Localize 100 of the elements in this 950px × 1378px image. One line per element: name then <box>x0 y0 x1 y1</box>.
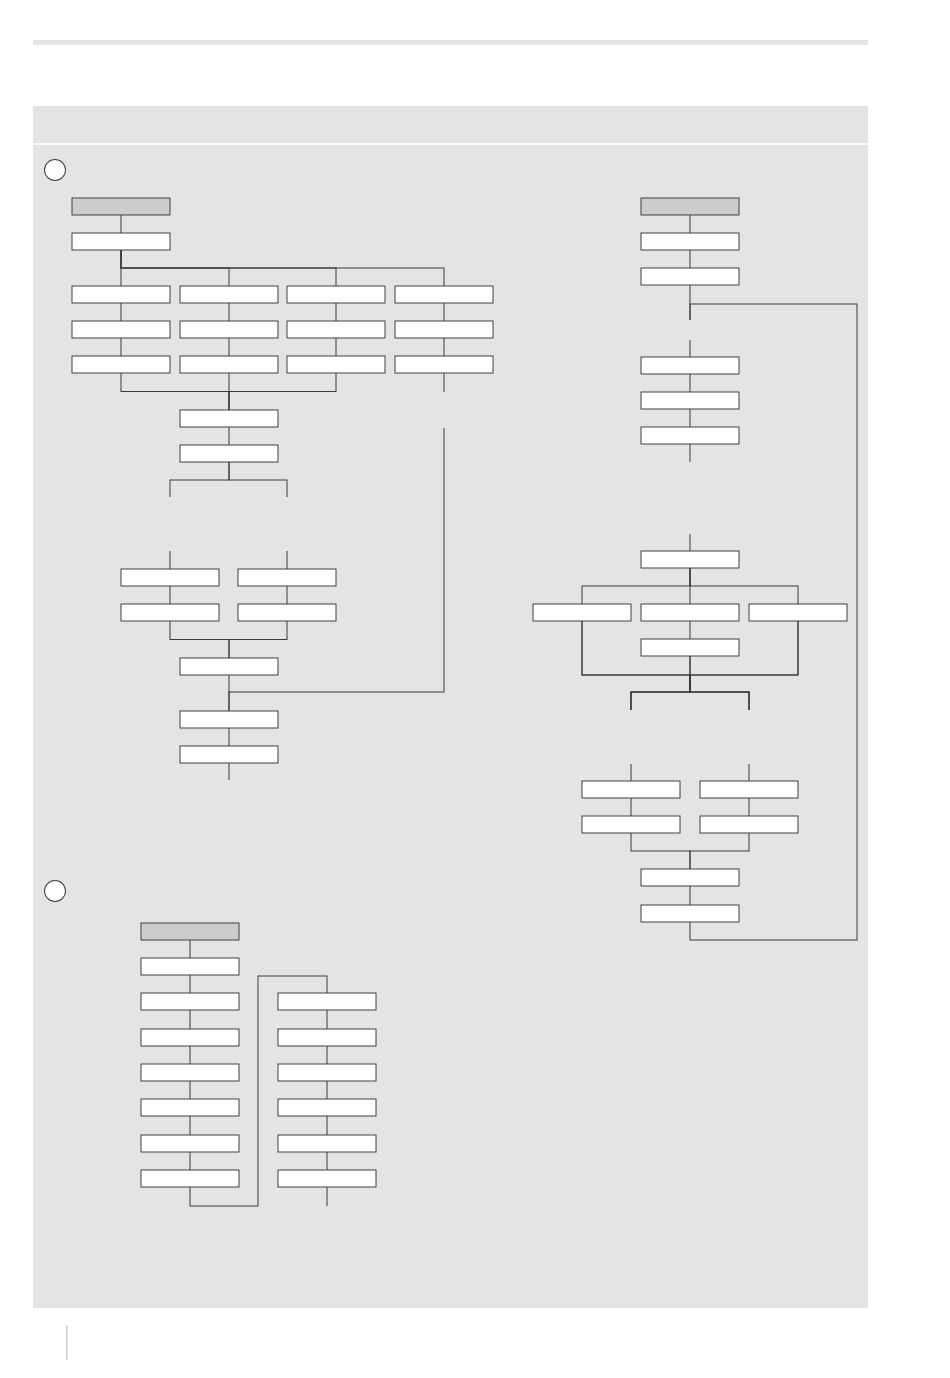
connector-line <box>228 727 230 747</box>
flow-box <box>394 320 494 339</box>
connector-line <box>228 302 230 322</box>
flow-box <box>640 267 740 286</box>
connector-line <box>326 1115 328 1136</box>
connector-line <box>228 461 288 498</box>
flow-box <box>640 356 740 375</box>
flow-box <box>640 638 740 657</box>
connector-line <box>228 620 288 659</box>
connector-line <box>689 533 691 552</box>
connector-line <box>189 975 328 1207</box>
connector-line <box>335 302 337 322</box>
connector-line <box>689 249 691 269</box>
connector-line <box>326 1080 328 1100</box>
connector-line <box>169 585 171 605</box>
connector-line <box>689 408 691 428</box>
flow-box <box>277 1134 377 1153</box>
flow-box <box>237 603 337 622</box>
shaded-box <box>140 922 240 941</box>
connector-line <box>228 372 337 411</box>
connector-line <box>189 1080 191 1100</box>
connector-line <box>326 1045 328 1065</box>
flow-box <box>120 568 220 587</box>
flow-box <box>140 957 240 976</box>
connector-line <box>286 550 288 570</box>
flow-box <box>179 320 279 339</box>
connector-line <box>443 372 445 393</box>
connector-line <box>326 1009 328 1030</box>
connector-line <box>443 302 445 322</box>
flow-box <box>640 904 740 923</box>
flow-box <box>179 285 279 304</box>
flow-box <box>640 426 740 445</box>
connector-line <box>689 443 691 463</box>
flow-box <box>286 355 386 374</box>
shaded-box <box>71 197 171 216</box>
connector-line <box>120 302 122 322</box>
connector-line <box>228 674 230 712</box>
flow-box <box>71 320 171 339</box>
flow-box <box>286 320 386 339</box>
flow-box <box>394 285 494 304</box>
connector-line <box>689 303 858 941</box>
connector-line <box>189 1009 191 1030</box>
flow-box <box>179 710 279 729</box>
connector-line <box>326 1186 328 1207</box>
flow-box <box>179 444 279 463</box>
connector-line <box>286 585 288 605</box>
connector-line <box>189 939 191 959</box>
flow-box <box>277 992 377 1011</box>
flow-box <box>71 285 171 304</box>
flow-box <box>237 568 337 587</box>
connector-line <box>443 337 445 357</box>
connector-line <box>326 1151 328 1171</box>
flow-box <box>532 603 632 622</box>
flow-box <box>699 815 799 834</box>
flow-box <box>640 391 740 410</box>
connector-line <box>689 373 691 393</box>
flow-box <box>640 550 740 569</box>
connector-line <box>689 567 799 605</box>
flow-box <box>286 285 386 304</box>
connector-line <box>228 337 230 357</box>
flow-box <box>140 1028 240 1047</box>
flow-box <box>277 1028 377 1047</box>
shaded-box <box>640 197 740 216</box>
flow-box <box>140 1134 240 1153</box>
flow-box <box>640 232 740 251</box>
connector-line <box>189 1151 191 1171</box>
connector-line <box>120 214 122 234</box>
connector-line <box>228 426 230 446</box>
connector-line <box>689 214 691 234</box>
circle-marker <box>44 880 66 902</box>
circle-marker <box>44 159 66 181</box>
connector-line <box>189 974 191 994</box>
connector-line <box>689 620 799 711</box>
flow-box <box>277 1169 377 1188</box>
connector-line <box>120 249 445 287</box>
flow-box <box>581 815 681 834</box>
flow-box <box>120 603 220 622</box>
connector-line <box>689 832 750 870</box>
flow-box <box>640 603 740 622</box>
connector-line <box>689 620 691 640</box>
flow-box <box>140 1098 240 1117</box>
flow-box <box>277 1098 377 1117</box>
flow-box <box>640 868 740 887</box>
connector-line <box>748 797 750 817</box>
flow-box <box>581 780 681 799</box>
flow-box <box>179 355 279 374</box>
connector-line <box>169 550 171 570</box>
flow-box <box>179 745 279 764</box>
connector-line <box>335 337 337 357</box>
connector-line <box>189 1115 191 1136</box>
connector-line <box>120 337 122 357</box>
connector-line <box>748 763 750 782</box>
connector-line <box>630 763 632 782</box>
flow-box <box>140 1169 240 1188</box>
connector-line <box>689 339 691 358</box>
flow-box <box>179 657 279 676</box>
flow-box <box>71 232 171 251</box>
flow-box <box>140 1063 240 1082</box>
flow-box <box>699 780 799 799</box>
flow-box <box>748 603 848 622</box>
